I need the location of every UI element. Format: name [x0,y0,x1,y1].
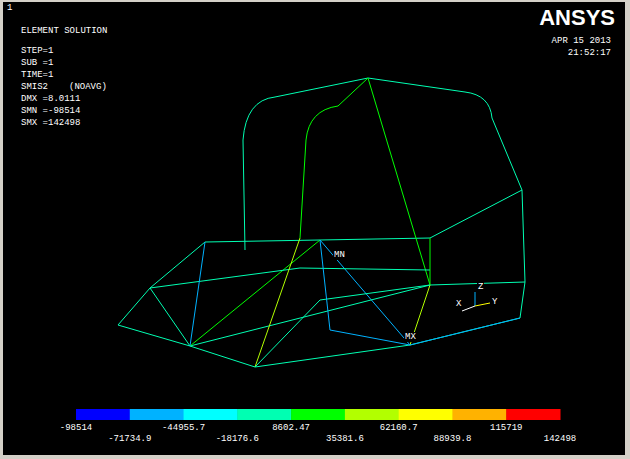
color-band [237,409,291,420]
contour-value: -71734.9 [107,434,152,444]
color-band [130,409,184,420]
frame-members [118,78,525,367]
max-displacement: DMX =8.0111 [20,94,81,104]
contour-value: -98514 [59,423,93,433]
contour-value: -44955.7 [161,423,206,433]
color-band [399,409,453,420]
contour-value: 62160.7 [379,423,419,433]
substep-info: SUB =1 [20,58,54,68]
axis-label: Z [477,282,484,292]
time-info: TIME=1 [20,70,54,80]
contour-value: 115719 [489,423,523,433]
max-value: SMX =142498 [20,118,81,128]
max-marker: MX [404,332,417,342]
axis-triad [462,292,490,311]
plot-date: APR 15 2013 [551,36,612,46]
frame-wireframe [3,2,625,455]
contour-color-bar [76,409,561,420]
color-band [76,409,130,420]
color-band [184,409,238,420]
contour-value: 8602.47 [271,423,311,433]
color-band [345,409,399,420]
color-band [506,409,560,420]
color-band [452,409,506,420]
step-info: STEP=1 [20,46,54,56]
plot-time: 21:52:17 [567,48,612,58]
window-number: 1 [6,3,13,13]
contour-value: -18176.6 [215,434,260,444]
min-marker: MN [333,250,346,260]
contour-value: 35381.6 [325,434,365,444]
plot-title: ELEMENT SOLUTION [20,26,108,36]
result-item: SMIS2 [20,82,49,92]
averaging-note: (NOAVG) [68,82,108,92]
contour-value: 142498 [543,434,577,444]
axis-label: Y [491,297,498,307]
axis-label: X [455,299,462,309]
color-band [291,409,345,420]
contour-value: 88939.8 [433,434,473,444]
graphics-window: 1ELEMENT SOLUTION STEP=1SUB =1 TIME=1SMIS2… [3,2,625,455]
software-logo: ANSYS [538,6,616,30]
min-value: SMN =-98514 [20,106,81,116]
